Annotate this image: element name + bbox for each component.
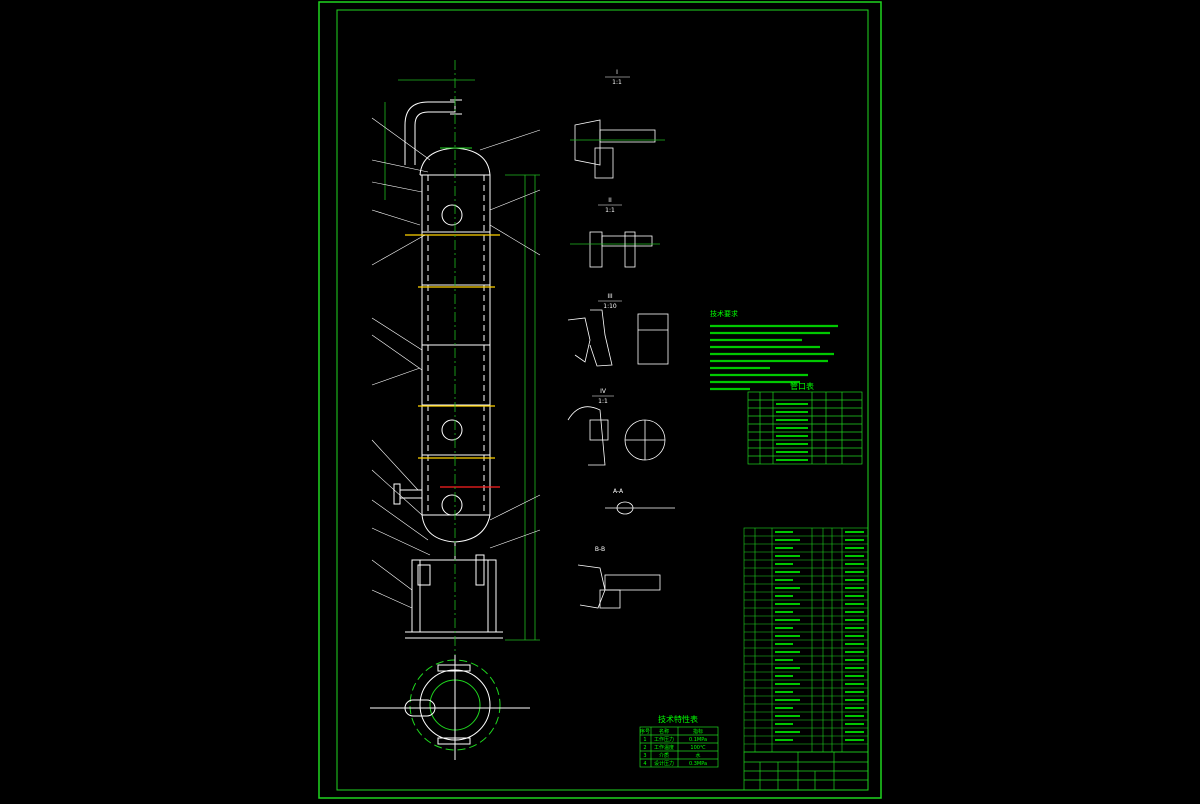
detail-2-title: II (608, 197, 612, 204)
tech-requirements-heading: 技术要求 (710, 309, 738, 318)
tech-char-cell: 序号 (640, 728, 650, 735)
tech-char-cell: 工作温度 (654, 744, 674, 751)
parts-list-grid (743, 527, 869, 753)
nozzle-table-frame (747, 391, 863, 465)
tech-char-cell: 0.3MPa (689, 761, 707, 767)
detail-1-scale: 1:1 (612, 79, 622, 86)
tech-char-cell: 设计压力 (654, 760, 674, 767)
tech-char-cell: 介质 (659, 752, 669, 759)
section-a-title: A-A (613, 488, 624, 495)
detail-titles: I 1:1 II 1:1 III 1:10 IV 1:1 A-A B-B (592, 69, 630, 553)
tech-requirements-block: 技术要求 (710, 309, 838, 391)
tech-requirements-lines (710, 324, 838, 391)
tray-markers (405, 234, 500, 488)
detail-3-title: III (607, 293, 613, 300)
detail-3-scale: 1:10 (603, 303, 617, 310)
title-block (743, 751, 869, 791)
tech-char-cell: 3 (643, 753, 646, 759)
detail-4-title: IV (600, 388, 607, 395)
parts-list (743, 527, 869, 753)
sheet-inner-border (336, 9, 869, 791)
tech-char-cell: 0.1MPa (689, 737, 707, 743)
detail-4-scale: 1:1 (598, 398, 608, 405)
tech-char-cell: 水 (695, 752, 700, 759)
detail-1-title: I (616, 69, 618, 76)
nozzle-table-grid (747, 391, 863, 465)
tech-char-title: 技术特性表 (658, 714, 698, 724)
tech-char-cell: 1 (643, 737, 646, 743)
tech-char-grid (639, 726, 719, 768)
tech-char-cell: 指标 (693, 728, 703, 735)
section-b-title: B-B (595, 546, 605, 553)
tech-char-cell: 工作压力 (654, 736, 674, 743)
dimension-lines (384, 60, 540, 690)
vessel-elevation (393, 99, 503, 639)
tech-char-table: 技术特性表 序号 名称 指标 1 工作压力 0.1MPa 2 工作温度 100℃ 3 介质 水 4 设计压… (639, 714, 719, 768)
nozzle-table: 管口表 (747, 381, 863, 465)
plan-view (370, 655, 530, 760)
sheet-outer-border (318, 1, 882, 799)
nozzle-table-title: 管口表 (790, 381, 814, 391)
tech-char-cell: 4 (643, 761, 646, 767)
tech-char-cell: 2 (643, 745, 646, 751)
tech-char-cell: 名称 (659, 728, 669, 735)
detail-2-scale: 1:1 (605, 207, 615, 214)
detail-views (567, 119, 675, 609)
tech-char-cell: 100℃ (690, 745, 706, 751)
leader-lines (371, 117, 541, 609)
tech-char-text: 序号 名称 指标 1 工作压力 0.1MPa 2 工作温度 100℃ 3 介质 水 4 设计压力 0.3MP… (640, 728, 707, 767)
